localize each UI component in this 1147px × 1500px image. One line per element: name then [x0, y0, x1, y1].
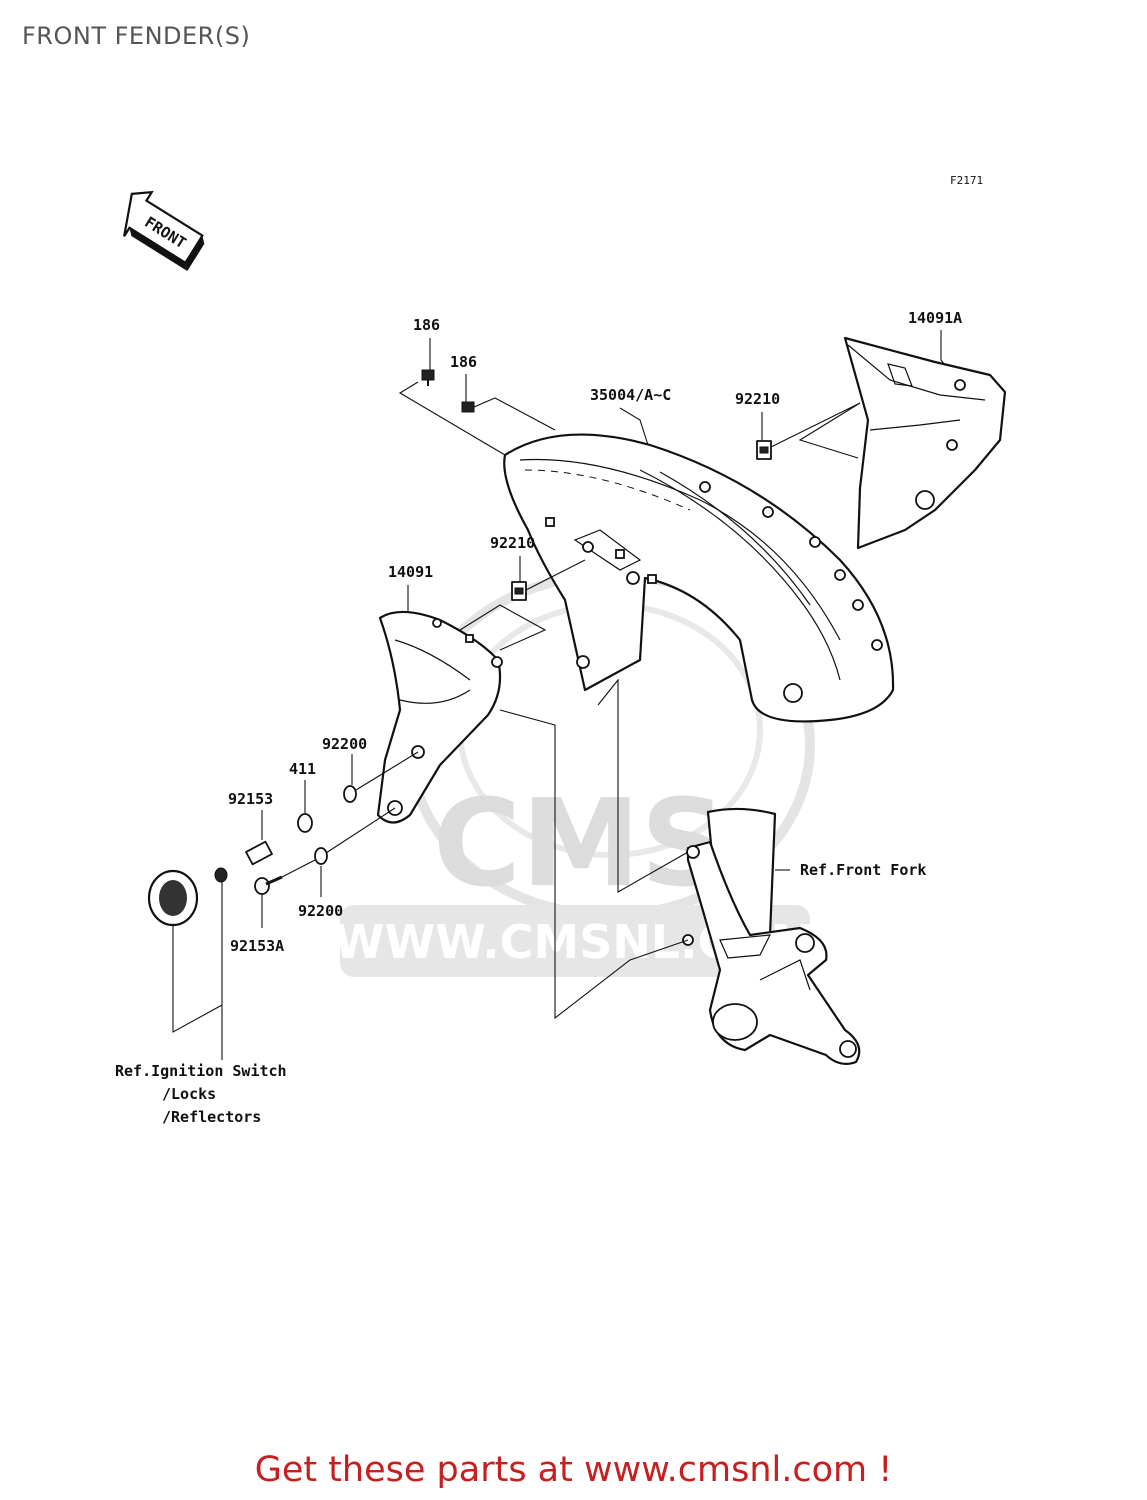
part-92210-clip-a: [756, 440, 772, 460]
part-92153-bolt: [245, 840, 273, 866]
label-14091: 14091: [388, 563, 433, 581]
figure-code: F2171: [950, 174, 983, 187]
leader-lines: [172, 330, 946, 1060]
part-14091-front-cover: [376, 610, 503, 824]
reference-labels: Ref.Front Fork Ref.Ignition Switch /Lock…: [115, 861, 926, 1126]
part-labels: 186 186 35004/A~C 92210 14091A 92210 140…: [228, 309, 962, 955]
label-92200-b: 92200: [298, 902, 343, 920]
watermark-brand: CMS: [433, 775, 727, 914]
ref-ignition-line2: /Locks: [162, 1085, 216, 1103]
part-92210-clip-b: [511, 581, 527, 601]
label-92153A: 92153A: [230, 937, 284, 955]
label-411: 411: [289, 760, 316, 778]
footer-link-text[interactable]: Get these parts at www.cmsnl.com !: [254, 1450, 893, 1490]
ref-ignition-line1: Ref.Ignition Switch: [115, 1062, 287, 1080]
nut: [214, 867, 228, 883]
part-186-bolt-a: [421, 369, 435, 386]
label-35004: 35004/A~C: [590, 386, 671, 404]
hardware-parts: [147, 369, 772, 927]
part-411-washer: [297, 813, 313, 833]
part-186-bolt-b: [461, 401, 475, 413]
label-14091A: 14091A: [908, 309, 962, 327]
part-92200-washer-b: [314, 847, 328, 865]
reflector-emblem: [147, 869, 199, 927]
label-92153: 92153: [228, 790, 273, 808]
ref-front-fork: Ref.Front Fork: [800, 861, 926, 879]
part-35004-front-fender: [503, 433, 895, 723]
ref-ignition-line3: /Reflectors: [162, 1108, 261, 1126]
part-92200-washer-a: [343, 785, 357, 803]
label-92210-a: 92210: [735, 390, 780, 408]
page-title: FRONT FENDER(S): [22, 22, 251, 50]
part-front-fork-reference: [682, 807, 861, 1065]
part-92153A-bolt: [254, 875, 283, 895]
front-direction-arrow: FRONT: [123, 190, 205, 272]
label-92200-a: 92200: [322, 735, 367, 753]
label-186-a: 186: [413, 316, 440, 334]
part-14091A-rear-cover: [843, 336, 1007, 550]
label-92210-b: 92210: [490, 534, 535, 552]
label-186-b: 186: [450, 353, 477, 371]
